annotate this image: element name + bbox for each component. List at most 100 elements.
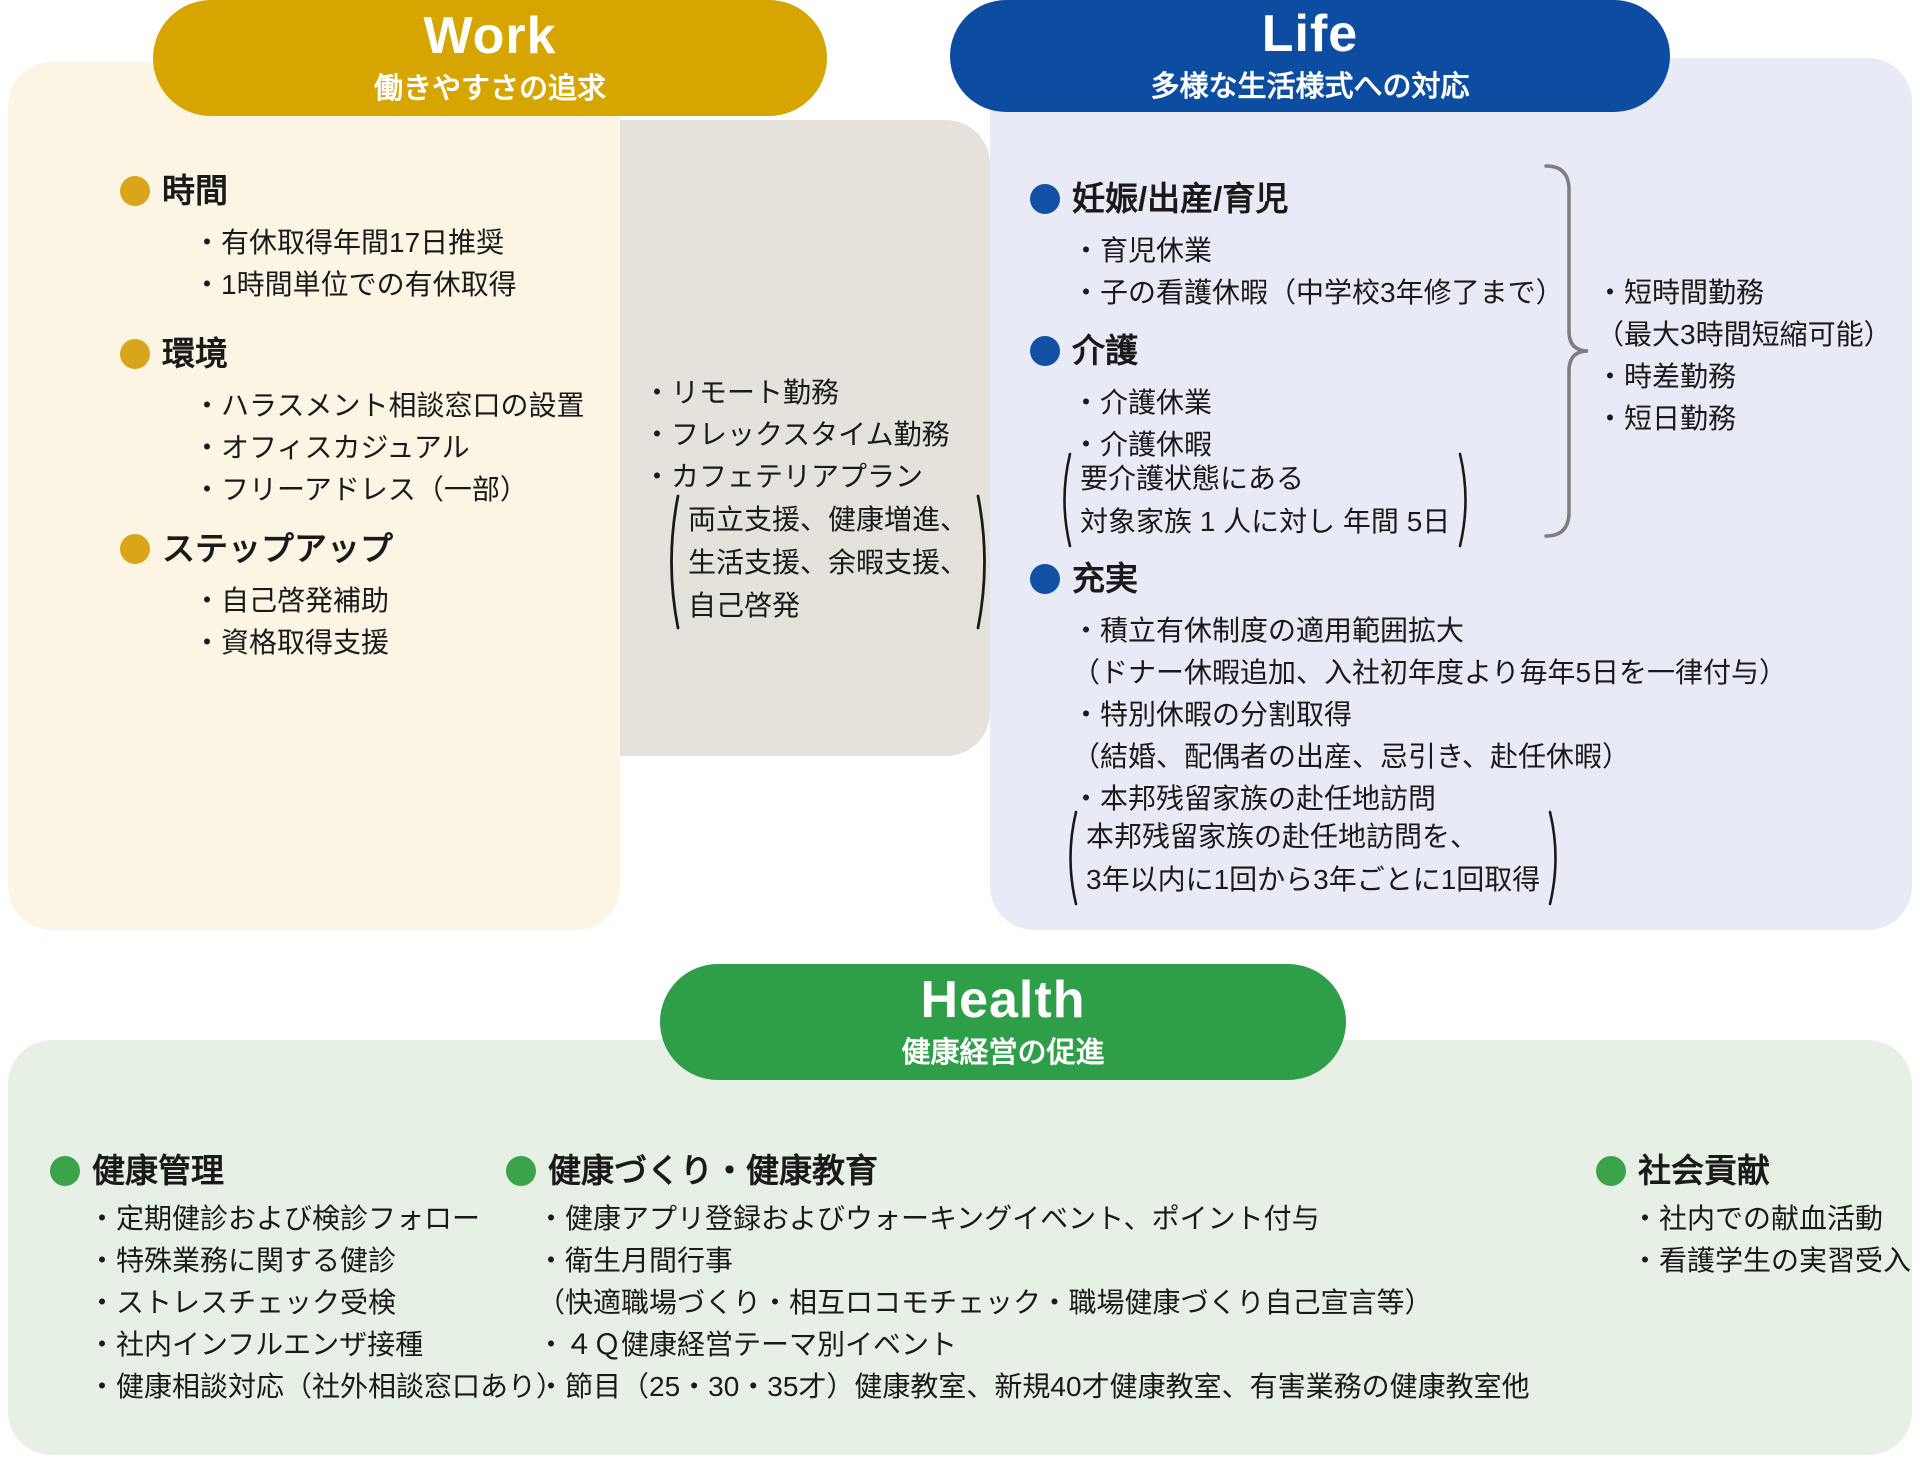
list-item: （快適職場づくり・相互ロコモチェック・職場健康づくり自己宣言等）	[537, 1287, 1433, 1318]
note-lines: 両立支援、健康増進、 生活支援、余暇支援、 自己啓発	[682, 498, 974, 627]
group-heading-label: 環境	[162, 335, 228, 372]
list-item: ・子の看護休暇（中学校3年修了まで）	[1072, 277, 1564, 308]
group-heading: ステップアップ	[120, 528, 393, 570]
work-subtitle: 働きやすさの追求	[373, 73, 606, 106]
close-paren-icon	[1548, 810, 1558, 906]
life-group-childcare: 妊娠/出産/育児 ・育児休業 ・子の看護休暇（中学校3年修了まで）	[1030, 178, 1564, 314]
life-group-enrichment: 充実 ・積立有休制度の適用範囲拡大 （ドナー休暇追加、入社初年度より毎年5日を一…	[1030, 558, 1787, 820]
list-item: （結婚、配偶者の出産、忌引き、赴任休暇）	[1072, 741, 1631, 772]
list-item: ・特別休暇の分割取得	[1072, 699, 1353, 730]
health-title: Health	[920, 970, 1086, 1029]
list-item: ・オフィスカジュアル	[193, 432, 470, 463]
blue-bullet-icon	[1030, 184, 1060, 214]
group-heading: 社会貢献	[1596, 1150, 1911, 1192]
list-item: ・本邦残留家族の赴任地訪問	[1072, 783, 1437, 814]
list-item: （ドナー休暇追加、入社初年度より毎年5日を一律付与）	[1072, 657, 1788, 688]
note-lines: 要介護状態にある 対象家族 1 人に対し 年間 5日	[1074, 457, 1456, 543]
green-bullet-icon	[1596, 1156, 1626, 1186]
group-heading: 介護	[1030, 330, 1212, 372]
group-heading-label: 健康づくり・健康教育	[548, 1152, 878, 1189]
life-header-pill: Life 多様な生活様式への対応	[950, 0, 1670, 112]
list-item: ・自己啓発補助	[193, 585, 390, 616]
note-lines: 本邦残留家族の赴任地訪問を、 3年以内に1回から3年ごとに1回取得	[1080, 815, 1546, 901]
flexible-work-options-list: ・短時間勤務 （最大3時間短縮可能） ・時差勤務 ・短日勤務	[1596, 272, 1892, 440]
group-items: ・定期健診および検診フォロー ・特殊業務に関する健診 ・ストレスチェック受検 ・…	[88, 1198, 564, 1408]
list-item: ・節目（25・30・35才）健康教室、新規40才健康教室、有害業務の健康教室他	[537, 1371, 1530, 1402]
group-heading: 健康づくり・健康教育	[506, 1150, 1530, 1192]
group-heading: 健康管理	[50, 1150, 564, 1192]
close-paren-icon	[976, 494, 986, 630]
list-item: ・短時間勤務	[1596, 277, 1765, 308]
gold-bullet-icon	[120, 534, 150, 564]
list-item: ・資格取得支援	[193, 627, 390, 658]
group-items: ・リモート勤務 ・フレックスタイム勤務 ・カフェテリアプラン	[643, 372, 950, 498]
note-line: 要介護状態にある	[1080, 463, 1305, 494]
list-item: ・健康アプリ登録およびウォーキングイベント、ポイント付与	[537, 1203, 1320, 1234]
open-paren-icon	[1069, 810, 1078, 906]
work-group-environment: 環境 ・ハラスメント相談窓口の設置 ・オフィスカジュアル ・フリーアドレス（一部…	[120, 333, 584, 511]
health-group-management: 健康管理 ・定期健診および検診フォロー ・特殊業務に関する健診 ・ストレスチェッ…	[50, 1150, 564, 1408]
blue-bullet-icon	[1030, 564, 1060, 594]
group-heading: 充実	[1030, 558, 1787, 600]
note-line: 生活支援、余暇支援、	[688, 546, 969, 578]
note-line: 対象家族 1 人に対し 年間 5日	[1080, 506, 1451, 537]
group-heading-label: 妊娠/出産/育児	[1072, 180, 1289, 217]
list-item: ・育児休業	[1072, 235, 1213, 266]
shared-benefits-list: ・リモート勤務 ・フレックスタイム勤務 ・カフェテリアプラン	[643, 372, 950, 498]
green-bullet-icon	[50, 1156, 80, 1186]
life-panel	[990, 58, 1912, 930]
list-item: ・ハラスメント相談窓口の設置	[193, 390, 585, 421]
life-title: Life	[1261, 4, 1359, 63]
work-group-stepup: ステップアップ ・自己啓発補助 ・資格取得支援	[120, 528, 393, 664]
note-line: 自己啓発	[688, 589, 801, 621]
group-items: ・自己啓発補助 ・資格取得支援	[193, 580, 393, 664]
life-subtitle: 多様な生活様式への対応	[1150, 71, 1470, 104]
close-paren-icon	[1458, 452, 1468, 548]
group-heading-label: 時間	[162, 172, 228, 209]
list-item: ・介護休暇	[1072, 429, 1213, 460]
group-heading-label: ステップアップ	[162, 530, 393, 567]
work-life-shared-panel	[620, 120, 990, 756]
list-item: ・社内での献血活動	[1631, 1203, 1884, 1234]
health-group-promotion-education: 健康づくり・健康教育 ・健康アプリ登録およびウォーキングイベント、ポイント付与 …	[506, 1150, 1530, 1408]
list-item: ・健康相談対応（社外相談窓口あり）	[88, 1371, 565, 1402]
work-panel	[8, 62, 620, 930]
group-items: ・社内での献血活動 ・看護学生の実習受入	[1631, 1198, 1911, 1282]
list-item: ・定期健診および検診フォロー	[88, 1203, 481, 1234]
open-paren-icon	[670, 494, 680, 630]
list-item: ・積立有休制度の適用範囲拡大	[1072, 615, 1465, 646]
note-line: 両立支援、健康増進、	[688, 503, 969, 535]
green-bullet-icon	[506, 1156, 536, 1186]
gold-bullet-icon	[120, 176, 150, 206]
work-group-time: 時間 ・有休取得年間17日推奨 ・1時間単位での有休取得	[120, 170, 517, 306]
group-heading: 時間	[120, 170, 517, 212]
list-item: ・看護学生の実習受入	[1631, 1245, 1912, 1276]
group-items: ・有休取得年間17日推奨 ・1時間単位での有休取得	[193, 222, 517, 306]
group-heading: 妊娠/出産/育児	[1030, 178, 1564, 220]
list-item: ・1時間単位での有休取得	[193, 269, 517, 300]
group-heading-label: 健康管理	[92, 1152, 224, 1189]
health-subtitle: 健康経営の促進	[901, 1037, 1105, 1070]
list-item: ・短日勤務	[1596, 403, 1737, 434]
health-header-pill: Health 健康経営の促進	[660, 964, 1346, 1080]
list-item: ・ストレスチェック受検	[88, 1287, 397, 1318]
list-item: ・フリーアドレス（一部）	[193, 474, 528, 505]
group-heading-label: 充実	[1072, 560, 1138, 597]
list-item: ・介護休業	[1072, 387, 1213, 418]
list-item: ・有休取得年間17日推奨	[193, 227, 505, 258]
group-heading: 環境	[120, 333, 584, 375]
gold-bullet-icon	[120, 339, 150, 369]
life-group-nursing-care: 介護 ・介護休業 ・介護休暇	[1030, 330, 1212, 466]
cafeteria-plan-note: 両立支援、健康増進、 生活支援、余暇支援、 自己啓発	[662, 492, 994, 632]
health-group-social-contribution: 社会貢献 ・社内での献血活動 ・看護学生の実習受入	[1596, 1150, 1911, 1282]
curly-brace-icon	[1544, 164, 1589, 538]
list-item: ・４Ｑ健康経営テーマ別イベント	[537, 1329, 958, 1360]
group-items: ・積立有休制度の適用範囲拡大 （ドナー休暇追加、入社初年度より毎年5日を一律付与…	[1072, 610, 1787, 820]
list-item: （最大3時間短縮可能）	[1596, 319, 1892, 350]
list-item: ・カフェテリアプラン	[643, 461, 924, 492]
list-item: ・社内インフルエンザ接種	[88, 1329, 424, 1360]
family-visit-note: 本邦残留家族の赴任地訪問を、 3年以内に1回から3年ごとに1回取得	[1062, 808, 1564, 908]
list-item: ・時差勤務	[1596, 361, 1737, 392]
list-item: ・衛生月間行事	[537, 1245, 734, 1276]
